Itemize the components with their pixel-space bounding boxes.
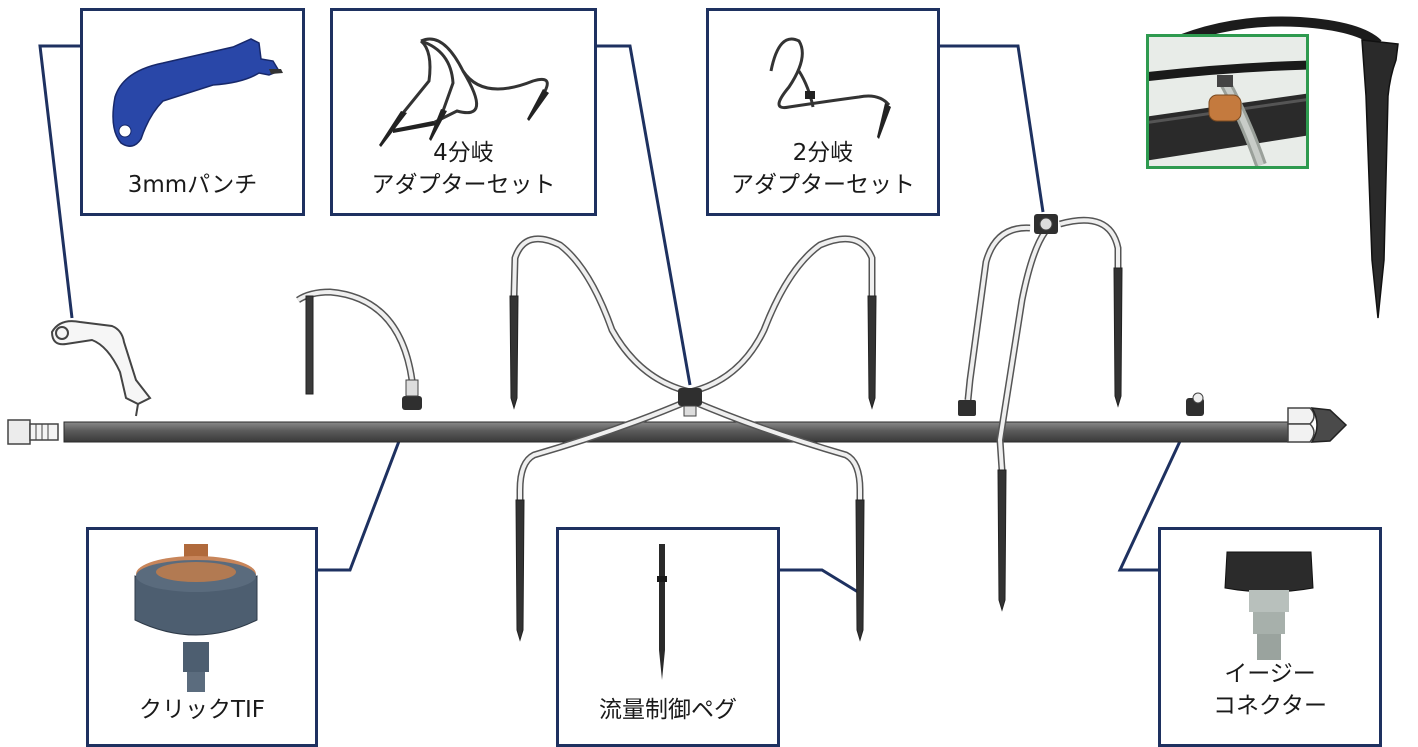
callout-connector-label: イージー コネクター (1212, 661, 1328, 719)
callout-punch: 3mmパンチ (80, 8, 305, 216)
easy-connector-icon (1224, 551, 1314, 660)
callout-adapter2-label: 2分岐 アダプターセット (731, 140, 915, 198)
single-drip-line (296, 288, 422, 410)
large-peg-drawing (1168, 16, 1399, 319)
callout-tif-label: クリックTIF (138, 697, 266, 723)
leader-tif (318, 427, 406, 572)
four-way-adapter-set-icon (379, 37, 549, 147)
leader-adapter2 (940, 44, 1045, 213)
easy-connector-on-pipe-photo-icon (1149, 37, 1306, 166)
callout-tif: クリックTIF (86, 527, 318, 747)
callout-connector: イージー コネクター (1158, 527, 1382, 747)
click-tif-dripper-icon (134, 544, 258, 692)
four-way-adapter-drawing (509, 239, 877, 642)
callout-adapter4-label: 4分岐 アダプターセット (371, 140, 556, 198)
callout-punch-label: 3mmパンチ (127, 172, 258, 198)
leader-peg (780, 568, 859, 594)
inset-photo (1146, 34, 1309, 169)
flow-control-peg-icon (657, 544, 667, 680)
leader-punch (38, 44, 80, 319)
leader-lines (38, 44, 1190, 594)
punch-tool-drawing (50, 320, 152, 417)
leader-adapter4 (597, 44, 692, 386)
easy-connector-drawing (1186, 392, 1204, 416)
two-way-adapter-set-icon (769, 37, 891, 139)
main-pipe (7, 407, 1348, 445)
leader-connector (1117, 423, 1190, 572)
callout-adapter2: 2分岐 アダプターセット (706, 8, 940, 216)
two-way-adapter-drawing (958, 214, 1123, 612)
callout-adapter4: 4分岐 アダプターセット (330, 8, 597, 216)
blue-punch-tool-icon (112, 38, 283, 147)
callout-peg-label: 流量制御ペグ (599, 697, 737, 723)
callout-peg: 流量制御ペグ (556, 527, 780, 747)
